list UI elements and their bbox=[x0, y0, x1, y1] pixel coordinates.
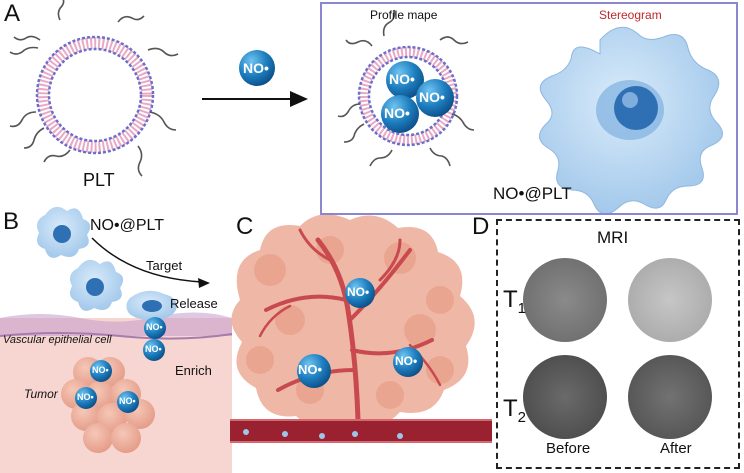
no-ball-1-label: NO• bbox=[389, 71, 415, 87]
no-ball-b4-label: NO• bbox=[77, 392, 94, 402]
stereogram-label: Stereogram bbox=[599, 8, 662, 22]
no-balls-c bbox=[297, 278, 423, 388]
circulating-platelets bbox=[37, 206, 177, 320]
loaded-plt-tails bbox=[337, 9, 475, 167]
no-ball-c3-label: NO• bbox=[395, 354, 418, 368]
no-ball-b1-label: NO• bbox=[146, 322, 163, 332]
product-label-a: NO•@PLT bbox=[493, 184, 572, 203]
target-arrow bbox=[91, 237, 203, 283]
plt-membrane bbox=[35, 35, 155, 155]
panel-d-mri-frame bbox=[496, 219, 740, 469]
col-after-label: After bbox=[660, 440, 692, 457]
product-label-b: NO•@PLT bbox=[90, 217, 164, 234]
no-reagent-ball bbox=[239, 50, 275, 86]
tumor-label: Tumor bbox=[24, 387, 58, 401]
enrich-label: Enrich bbox=[175, 363, 212, 378]
reaction-arrow bbox=[202, 91, 308, 107]
target-arrowhead bbox=[198, 278, 210, 288]
no-ball-3-label: NO• bbox=[384, 105, 410, 121]
no-ball-b3-label: NO• bbox=[92, 365, 109, 375]
profile-label: Profile mape bbox=[370, 8, 438, 22]
no-ball-b2-label: NO• bbox=[145, 344, 162, 354]
no-ball-1 bbox=[386, 61, 424, 99]
no-balls-b bbox=[75, 317, 166, 413]
t2-label: T2 bbox=[503, 395, 527, 426]
col-before-label: Before bbox=[546, 440, 591, 457]
panel-label-c: C bbox=[236, 213, 254, 240]
t1-label: T1 bbox=[503, 286, 527, 317]
no-ball-2-label: NO• bbox=[419, 89, 445, 105]
no-reagent-symbol: NO• bbox=[243, 60, 269, 76]
vessel-label: Vascular epithelial cell bbox=[3, 334, 112, 346]
plt-glycoprotein-tails bbox=[9, 0, 179, 177]
tumor-cell-cluster-b bbox=[61, 357, 155, 453]
tumor-mass bbox=[231, 214, 475, 429]
mri-t1-after bbox=[628, 258, 712, 342]
mri-t1-before bbox=[523, 258, 607, 342]
release-label: Release bbox=[170, 296, 218, 311]
no-ball-c2-label: NO• bbox=[298, 362, 323, 377]
panel-label-b: B bbox=[3, 208, 20, 235]
plt-label: PLT bbox=[83, 170, 115, 190]
no-ball-3 bbox=[381, 95, 419, 133]
mri-title: MRI bbox=[597, 228, 629, 247]
mri-t2-after bbox=[628, 355, 712, 439]
mri-t2-before bbox=[523, 355, 607, 439]
panel-a-result-frame bbox=[320, 2, 738, 215]
panel-label-a: A bbox=[4, 0, 21, 27]
target-label: Target bbox=[146, 258, 183, 273]
blood-vessel-c bbox=[230, 419, 492, 443]
panel-label-d: D bbox=[472, 213, 490, 240]
no-ball-2 bbox=[416, 79, 454, 117]
stereogram-cell bbox=[539, 26, 723, 215]
no-ball-b5-label: NO• bbox=[119, 396, 136, 406]
no-ball-c1-label: NO• bbox=[347, 285, 370, 299]
